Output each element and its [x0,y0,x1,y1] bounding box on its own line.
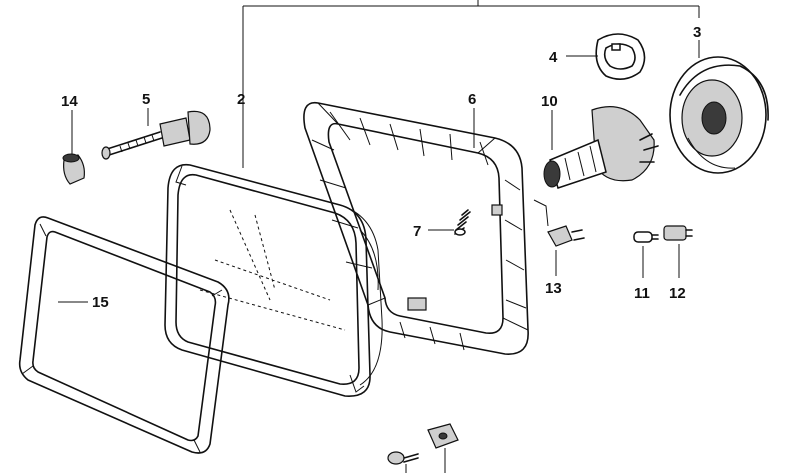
headlight-insert-part [164,163,383,397]
sealing-frame-part [18,216,230,454]
rubber-nut-part [62,153,85,185]
callout-13: 13 [545,280,562,297]
adjusting-screw-part [101,110,211,160]
spring-part [454,209,471,236]
callout-2: 2 [237,91,245,108]
bottom-screw-part [387,451,419,465]
top-bracket-line [242,0,700,160]
clip-nut-part [427,423,459,449]
cover-cap-part [669,56,769,174]
retaining-ring-part [595,33,646,80]
callout-6: 6 [468,91,476,108]
callout-11: 11 [634,285,650,302]
callout-10: 10 [541,93,558,110]
parking-bulb-part [633,231,659,243]
callout-14: 14 [61,93,78,110]
callout-7: 7 [413,223,421,240]
callout-5: 5 [142,91,150,108]
callout-4: 4 [549,49,558,66]
h4-bulb-part [543,106,659,189]
bulb-holder-part [663,225,693,241]
callout-15: 15 [92,294,109,311]
callout-12: 12 [669,285,686,302]
bulb-socket-part [533,199,585,247]
leader-lines [58,40,700,473]
mounting-frame-part [303,101,529,355]
callout-3: 3 [693,24,701,41]
